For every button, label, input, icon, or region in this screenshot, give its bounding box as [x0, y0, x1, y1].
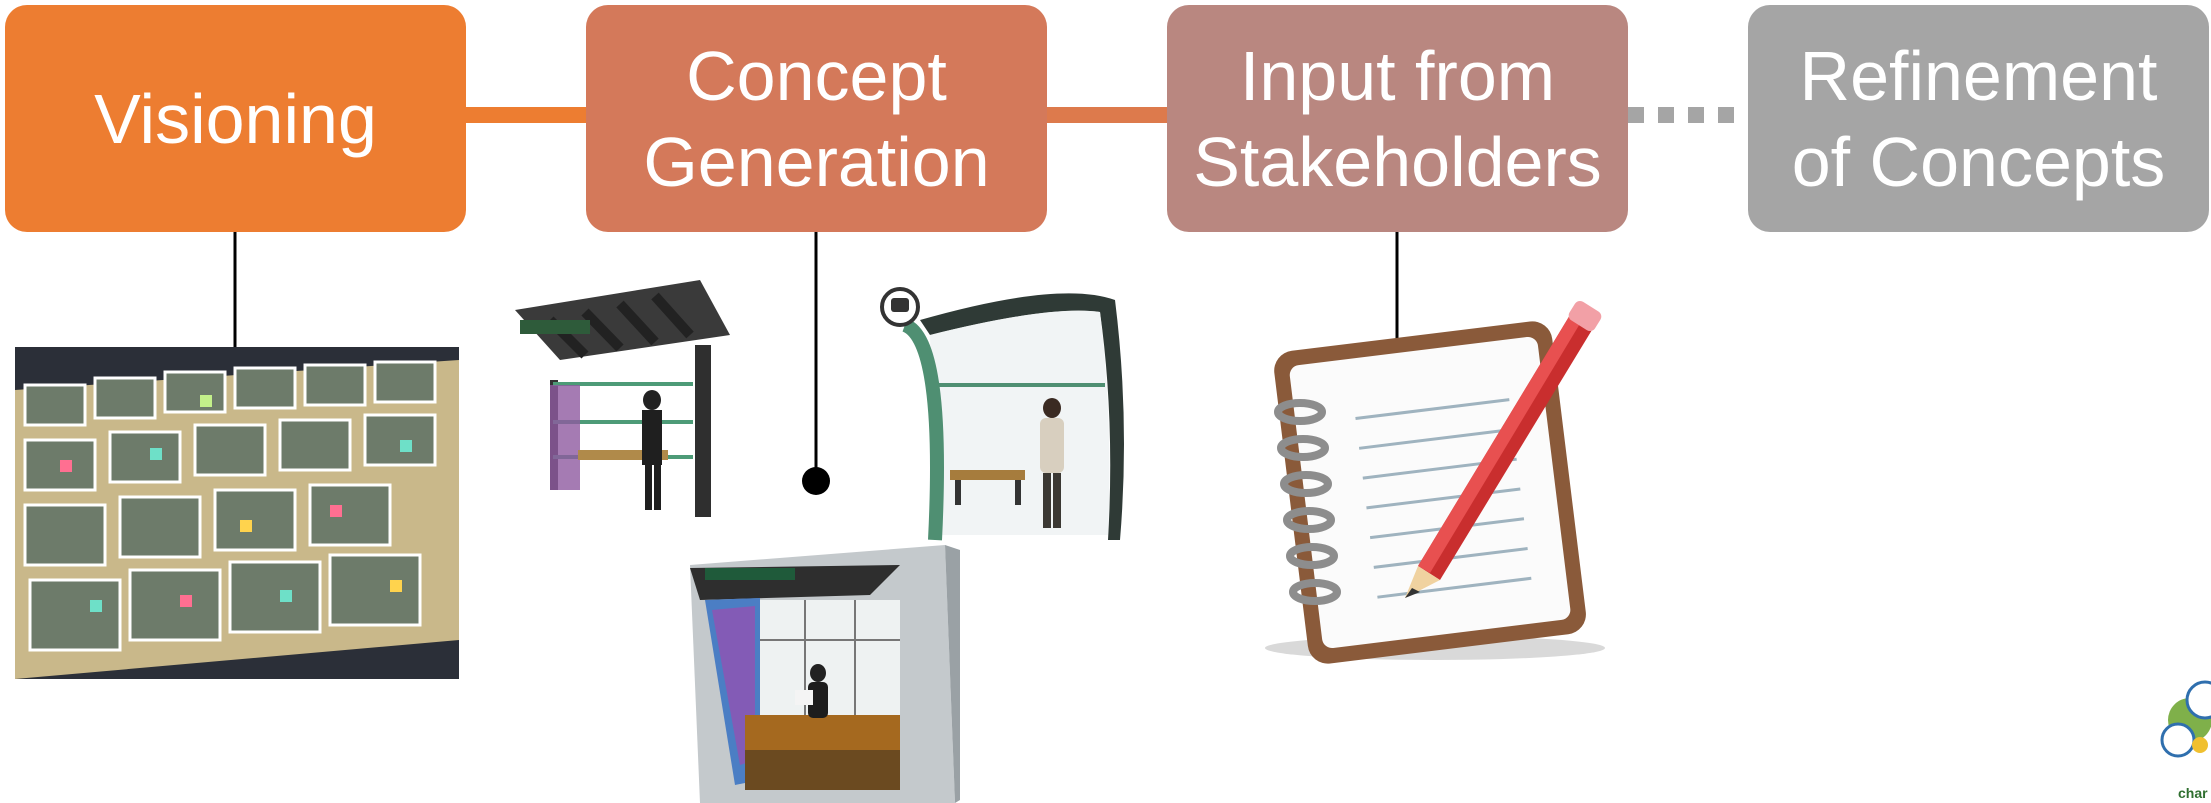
- leader-line-concept-dot: [802, 467, 830, 495]
- bus-shelter-flat-roof: [515, 280, 730, 517]
- stage-concept-generation-label: Concept Generation: [643, 36, 990, 201]
- stage-input-from-stakeholders: Input from Stakeholders: [1167, 5, 1628, 232]
- bus-shelter-wall: [690, 545, 960, 803]
- stage-refinement-label: Refinement of Concepts: [1791, 36, 2166, 201]
- flower-logo: char: [2160, 680, 2211, 801]
- stage-visioning-label: Visioning: [94, 79, 377, 158]
- workshop-photo: [15, 347, 459, 679]
- connector-input-refinement: [1628, 107, 1748, 123]
- stage-input-label: Input from Stakeholders: [1193, 36, 1602, 201]
- stage-visioning: Visioning: [5, 5, 466, 232]
- stage-refinement-of-concepts: Refinement of Concepts: [1748, 5, 2209, 232]
- bus-shelter-curved: [880, 287, 1124, 541]
- notepad-pencil-icon: [1265, 300, 1605, 664]
- connector-concept-input: [1047, 107, 1167, 123]
- stage-concept-generation: Concept Generation: [586, 5, 1047, 232]
- logo-text: char: [2178, 785, 2208, 801]
- connector-visioning-concept: [466, 107, 586, 123]
